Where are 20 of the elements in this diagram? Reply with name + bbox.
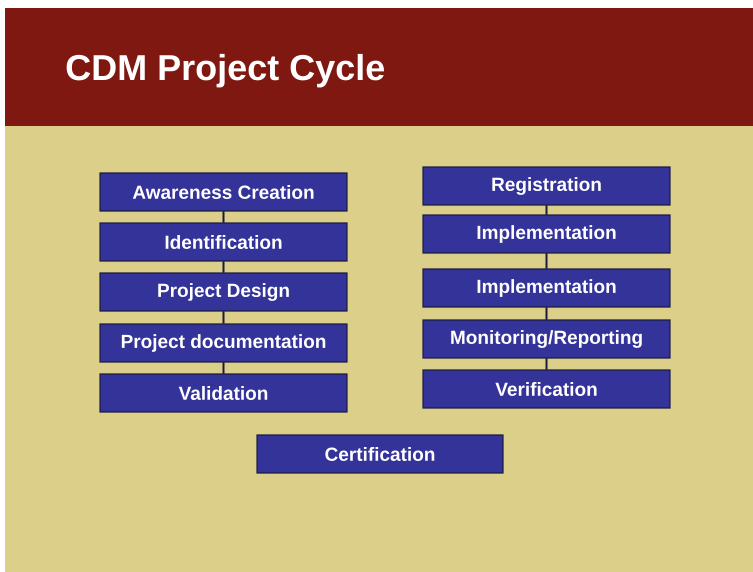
process-box: Awareness Creation	[99, 172, 348, 212]
process-box: Project documentation	[99, 323, 348, 363]
process-box: Certification	[256, 434, 504, 474]
process-box: Verification	[422, 369, 671, 409]
connector-line	[546, 358, 548, 370]
connector-line	[546, 308, 548, 320]
process-box: Identification	[99, 222, 348, 262]
connector-line	[546, 254, 548, 268]
process-box: Validation	[99, 373, 348, 413]
connector-line	[222, 312, 224, 324]
connector-line	[222, 262, 224, 272]
process-box: Implementation	[422, 214, 671, 254]
process-box: Implementation	[422, 268, 671, 308]
process-box: Monitoring/Reporting	[422, 319, 671, 359]
process-box: Project Design	[99, 272, 348, 312]
connector-line	[222, 212, 224, 222]
process-box: Registration	[422, 166, 671, 206]
connector-line	[546, 206, 548, 214]
title-band: CDM Project Cycle	[5, 8, 753, 126]
connector-line	[222, 362, 224, 374]
